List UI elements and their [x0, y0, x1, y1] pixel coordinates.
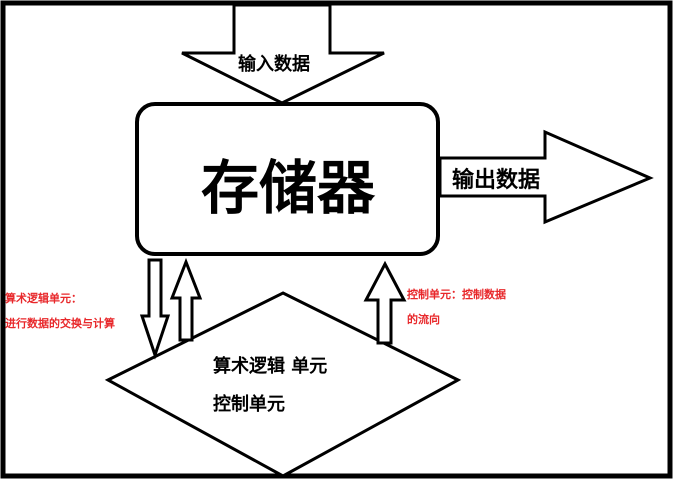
input-arrow — [181, 3, 385, 105]
alu-up-arrow — [169, 257, 203, 342]
alu-cu-label-line2: 控制单元 — [213, 393, 285, 415]
cu-note-line2: 的流向 — [407, 312, 440, 326]
memory-box — [135, 102, 440, 256]
alu-down-arrow — [139, 258, 171, 360]
input-label: 输入数据 — [238, 53, 310, 75]
output-label: 输出数据 — [452, 167, 540, 193]
output-arrow — [438, 129, 654, 225]
memory-label: 存储器 — [201, 154, 376, 222]
alu-cu-diamond — [104, 291, 462, 478]
alu-cu-label-line1: 算术逻辑 单元 — [213, 355, 327, 377]
control-up-arrow — [363, 260, 407, 345]
alu-note-line1: 算术逻辑单元： — [4, 291, 82, 305]
cu-note-line1: 控制单元：控制数据 — [407, 287, 506, 301]
alu-note-line2: 进行数据的交换与计算 — [5, 316, 115, 330]
